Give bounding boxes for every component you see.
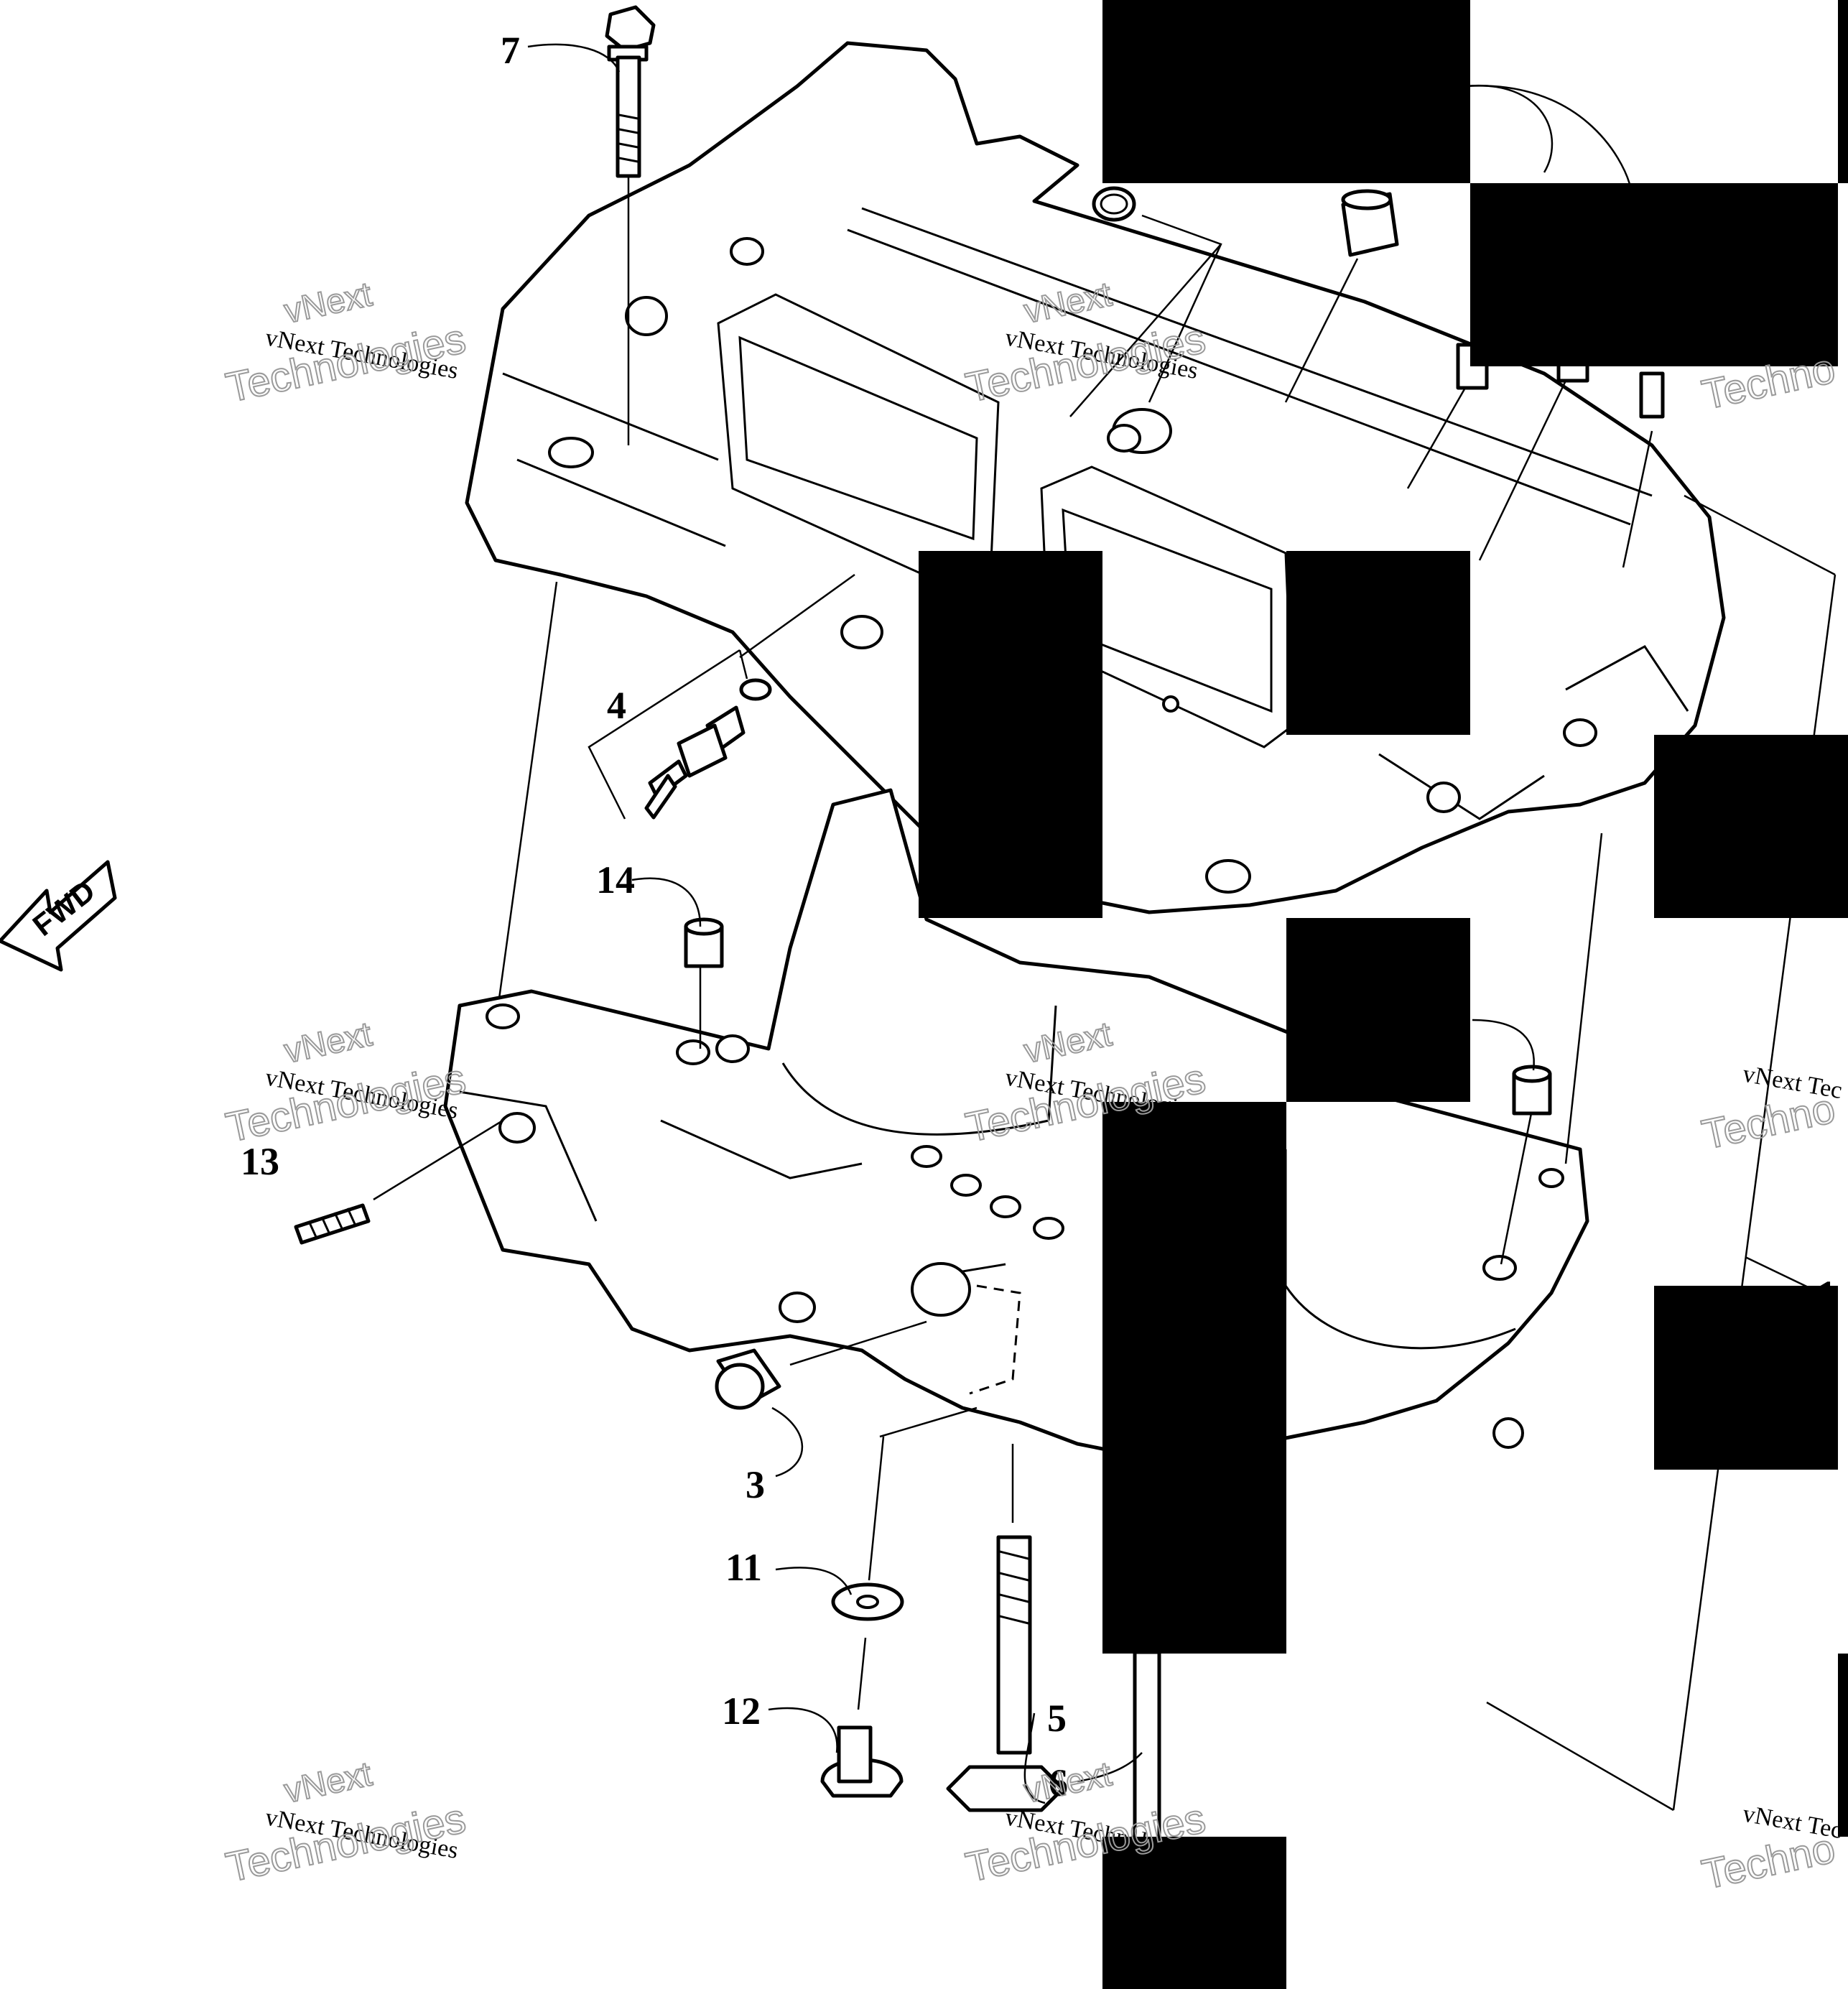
fwd-arrow: FWD	[0, 860, 117, 972]
lower-crankcase	[443, 788, 1589, 1460]
redaction-block	[1102, 0, 1470, 183]
redaction-block	[1654, 1286, 1838, 1470]
screw-12	[820, 1725, 904, 1798]
callout-3: 3	[746, 1463, 765, 1506]
dowel-14-right	[1512, 1065, 1552, 1116]
svg-text:vNext: vNext	[281, 275, 375, 330]
svg-text:Technologies: Technologies	[222, 1055, 470, 1151]
bushing-3	[715, 1348, 781, 1410]
redaction-block	[919, 551, 1102, 918]
watermark: vNext Tec Techno	[1697, 1060, 1844, 1159]
redaction-block	[1102, 1102, 1286, 1654]
watermark: vNext Technologies vNext Technologies	[221, 274, 470, 412]
redaction-block	[1838, 0, 1848, 183]
callout-6: 6	[1049, 1761, 1068, 1804]
callout-7: 7	[501, 29, 520, 72]
callout-11: 11	[725, 1546, 762, 1589]
watermark: vNext Technologies vNext Technologies	[221, 1754, 470, 1891]
svg-text:Techno: Techno	[1698, 1825, 1839, 1898]
bolt-7	[605, 5, 656, 178]
callout-5: 5	[1047, 1697, 1067, 1740]
watermark: vNext Tec Techno	[1697, 1800, 1844, 1898]
callout-4-upper: 4	[607, 684, 626, 727]
o-ring-10	[1092, 186, 1136, 222]
callout-12: 12	[722, 1689, 761, 1733]
svg-text:vNext: vNext	[1021, 1755, 1115, 1810]
redaction-block	[1286, 918, 1470, 1102]
redaction-blocks	[919, 0, 1848, 1989]
svg-text:Technologies: Technologies	[222, 1795, 470, 1891]
redaction-block	[1102, 1837, 1286, 1989]
callout-14: 14	[596, 858, 635, 901]
svg-text:Techno: Techno	[1698, 1085, 1839, 1158]
svg-text:Technologies: Technologies	[222, 315, 470, 412]
temp-sensor-4	[644, 678, 772, 820]
svg-text:vNext: vNext	[281, 1015, 375, 1070]
dowel-14-left	[684, 917, 724, 968]
callout-13: 13	[241, 1140, 279, 1183]
redaction-block	[1654, 735, 1848, 918]
redaction-block	[1470, 183, 1838, 366]
stud-13	[294, 1203, 371, 1245]
washer-11	[831, 1582, 904, 1621]
redaction-block	[1838, 1654, 1848, 1837]
dowel-9	[1341, 189, 1399, 257]
svg-text:vNext: vNext	[281, 1755, 375, 1810]
watermark: vNext Technologies vNext Technologies	[221, 1014, 470, 1151]
redaction-block	[1286, 551, 1470, 735]
